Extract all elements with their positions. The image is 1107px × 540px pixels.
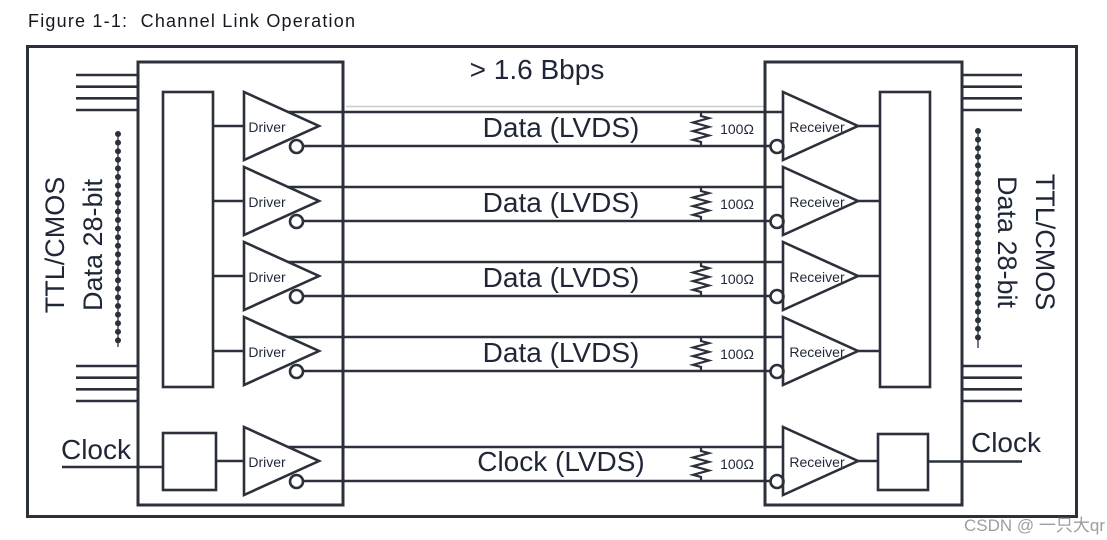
watermark: CSDN @ 一只大qr <box>964 516 1105 535</box>
tx-input-bus-lines-top <box>76 73 138 112</box>
driver-label: Driver <box>248 119 286 135</box>
inverting-input-bubble <box>769 213 785 230</box>
tx-register-box <box>161 90 215 389</box>
ttl-cmos-label-left: TTL/CMOS Data 28-bit <box>40 176 108 314</box>
driver-label: Driver <box>248 269 286 285</box>
rx-clock-box <box>876 432 930 492</box>
driver-label: Driver <box>248 454 286 470</box>
clock-out-label: Clock <box>970 427 1042 458</box>
data-channel-row <box>213 90 880 162</box>
termination-value-label: 100Ω <box>720 346 754 362</box>
data-channel-row <box>213 315 880 387</box>
inverting-input-bubble <box>769 288 785 305</box>
termination-resistor-icon <box>691 335 711 373</box>
data-lvds-label: Data (LVDS) <box>482 337 640 368</box>
termination-value-label: 100Ω <box>720 196 754 212</box>
rx-output-bus-lines-top <box>962 73 1022 112</box>
receiver-label: Receiver <box>789 194 845 210</box>
clock-channel-row <box>62 425 1022 497</box>
inverting-output-bubble <box>288 473 305 490</box>
termination-value-label: 100Ω <box>720 271 754 287</box>
figure-caption: Figure 1-1: Channel Link Operation <box>28 11 357 31</box>
rx-output-bus-lines-bottom <box>962 364 1022 403</box>
inverting-input-bubble <box>769 363 785 380</box>
receiver-label: Receiver <box>789 344 845 360</box>
driver-label: Driver <box>248 194 286 210</box>
rx-register-box <box>878 90 932 389</box>
termination-value-label: 100Ω <box>720 456 754 472</box>
speed-label: > 1.6 Bbps <box>469 54 605 85</box>
data-channel-row <box>213 240 880 312</box>
inverting-output-bubble <box>288 213 305 230</box>
tx-input-bus-lines-bottom <box>76 364 138 403</box>
termination-value-label: 100Ω <box>720 121 754 137</box>
termination-resistor-icon <box>691 445 711 483</box>
inverting-output-bubble <box>288 138 305 155</box>
receiver-box <box>763 60 964 507</box>
receiver-label: Receiver <box>789 454 845 470</box>
inverting-input-bubble <box>769 473 785 490</box>
receiver-label: Receiver <box>789 269 845 285</box>
data-channel-row <box>213 165 880 237</box>
termination-resistor-icon <box>691 110 711 148</box>
clock-in-label: Clock <box>60 434 132 465</box>
data-lvds-label: Data (LVDS) <box>482 262 640 293</box>
inverting-output-bubble <box>288 363 305 380</box>
receiver-label: Receiver <box>789 119 845 135</box>
diagram-border <box>26 45 1078 518</box>
inverting-input-bubble <box>769 138 785 155</box>
inverting-output-bubble <box>288 288 305 305</box>
termination-resistor-icon <box>691 260 711 298</box>
data-lvds-label: Data (LVDS) <box>482 112 640 143</box>
driver-label: Driver <box>248 344 286 360</box>
tx-clock-box <box>161 431 218 492</box>
ttl-cmos-label-right: TTL/CMOS Data 28-bit <box>992 173 1060 311</box>
clock-lvds-label: Clock (LVDS) <box>477 446 645 477</box>
termination-resistor-icon <box>691 185 711 223</box>
transmitter-box <box>136 60 345 507</box>
data-lvds-label: Data (LVDS) <box>482 187 640 218</box>
